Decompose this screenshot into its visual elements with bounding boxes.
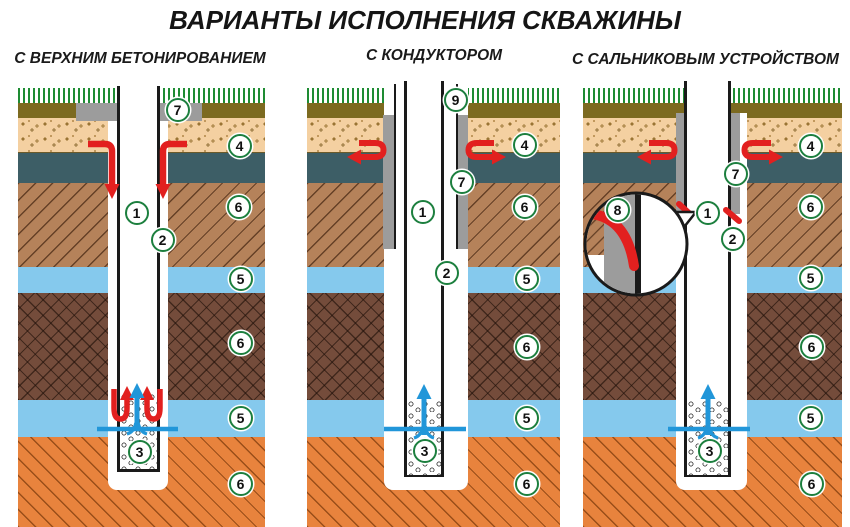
badge-4: 4	[227, 133, 252, 158]
badge-6: 6	[226, 194, 251, 219]
well-filter	[687, 400, 728, 475]
badge-3: 3	[697, 438, 722, 463]
badge-1: 1	[695, 200, 720, 225]
badge-6: 6	[798, 194, 823, 219]
badge-1: 1	[124, 200, 149, 225]
badge-5: 5	[514, 405, 539, 430]
badge-7: 7	[449, 169, 474, 194]
badge-5: 5	[228, 405, 253, 430]
badge-1: 1	[410, 199, 435, 224]
well-filter	[407, 400, 441, 475]
badge-5: 5	[228, 266, 253, 291]
panel-title-conductor: С КОНДУКТОРОМ	[365, 47, 503, 64]
casing-pipe-wall-left	[404, 81, 407, 477]
page-title: ВАРИАНТЫ ИСПОЛНЕНИЯ СКВАЖИНЫ	[169, 5, 681, 35]
pipe-bottom-cap	[117, 469, 160, 472]
badge-3: 3	[127, 439, 152, 464]
badge-3: 3	[412, 438, 437, 463]
badge-2: 2	[720, 226, 745, 251]
badge-2: 2	[434, 260, 459, 285]
badge-5: 5	[798, 265, 823, 290]
badge-6: 6	[228, 471, 253, 496]
badge-2: 2	[150, 227, 175, 252]
conductor-edge-right	[455, 84, 458, 249]
badge-7: 7	[723, 161, 748, 186]
badge-5: 5	[514, 266, 539, 291]
badge-6: 6	[228, 330, 253, 355]
badge-6: 6	[799, 334, 824, 359]
panel-title-top-concreting: С ВЕРХНИМ БЕТОНИРОВАНИЕМ	[14, 50, 266, 67]
badge-8: 8	[605, 197, 630, 222]
badge-4: 4	[512, 132, 537, 157]
casing-pipe-wall-right	[157, 86, 160, 471]
badge-9: 9	[443, 87, 468, 112]
badge-7: 7	[165, 97, 190, 122]
panel-title-gland: С САЛЬНИКОВЫМ УСТРОЙСТВОМ	[572, 51, 839, 68]
pipe-bottom-cap	[684, 474, 731, 477]
badge-5: 5	[798, 405, 823, 430]
conductor-wall-left	[383, 115, 394, 249]
badge-6: 6	[514, 471, 539, 496]
badge-6: 6	[799, 471, 824, 496]
badge-4: 4	[798, 133, 823, 158]
casing-pipe-wall-left	[117, 86, 120, 471]
pipe-bottom-cap	[404, 474, 444, 477]
conductor-wall-left	[676, 113, 685, 212]
concrete-pad-left	[76, 103, 117, 121]
badge-6: 6	[514, 334, 539, 359]
casing-pipe-wall-right	[728, 81, 731, 477]
conductor-edge-left	[393, 84, 396, 249]
badge-6: 6	[512, 194, 537, 219]
